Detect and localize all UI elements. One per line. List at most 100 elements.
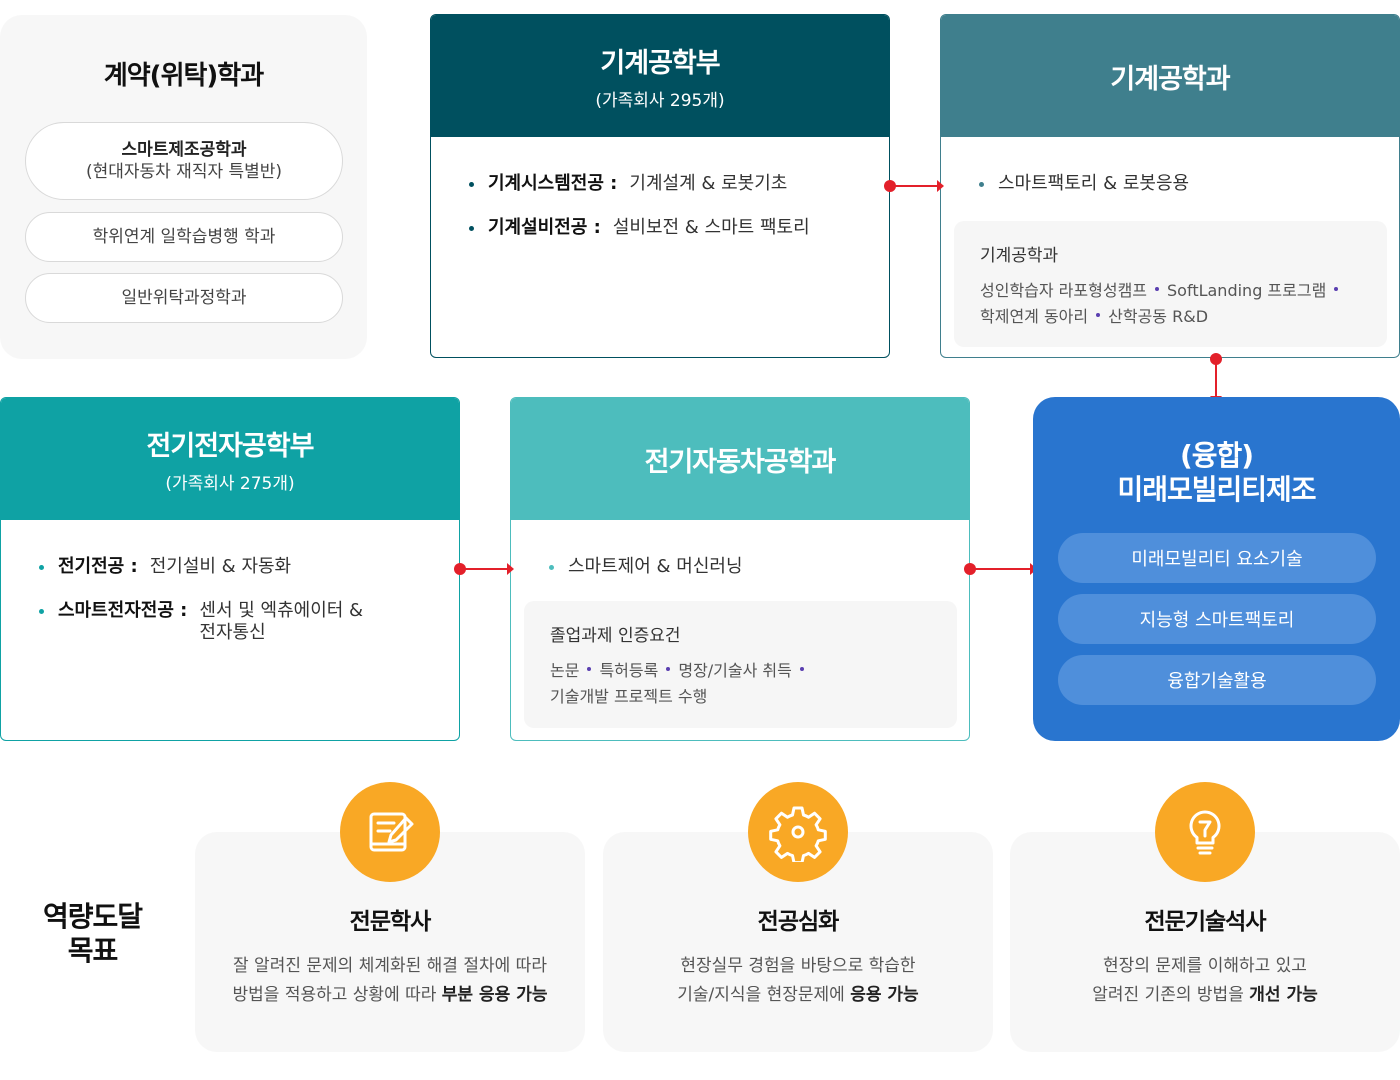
connector-dot-icon — [884, 180, 896, 192]
mech-dept-header: 기계공학과 — [941, 15, 1399, 137]
requirement-item: 명장/기술사 취득 — [678, 661, 792, 680]
mech-dept-bullet: 스마트팩토리 & 로봇응용 — [979, 173, 1189, 195]
bullet-dot-icon — [549, 565, 554, 570]
connector-elec-to-ev — [454, 563, 514, 575]
bullet-value: 설비보전 & 스마트 팩토리 — [612, 217, 810, 238]
goal-desc-emphasis: 부분 응용 가능 — [441, 985, 548, 1005]
elec-school-subtitle: (가족회사 275개) — [165, 474, 295, 494]
contract-item-label: 일반위탁과정학과 — [121, 288, 247, 308]
arrow-right-icon — [937, 180, 944, 192]
requirement-box-title: 졸업과제 인증요건 — [550, 626, 681, 646]
contract-item-smart-manufacturing: 스마트제조공학과 (현대자동차 재직자 특별반) — [25, 122, 343, 200]
lightbulb-icon — [1155, 782, 1255, 882]
contract-title: 계약(위탁)학과 — [103, 61, 264, 91]
contract-item-sublabel: (현대자동차 재직자 특별반) — [85, 162, 283, 182]
mech-school-subtitle: (가족회사 295개) — [595, 91, 725, 111]
goal-desc-line: 현장의 문제를 이해하고 있고 — [1103, 956, 1307, 976]
goal-label-line: 역량도달 — [42, 900, 143, 933]
goal-label: 역량도달 목표 — [20, 900, 165, 968]
bullet-value: 기계설계 & 로봇기초 — [629, 173, 788, 194]
bullet-dot-icon — [469, 226, 474, 231]
ev-dept-bullet: 스마트제어 & 머신러닝 — [549, 556, 743, 578]
goal-desc-emphasis: 개선 가능 — [1249, 985, 1318, 1005]
connector-dot-icon — [964, 563, 976, 575]
goal-desc-line: 방법을 적용하고 상황에 따라 부분 응용 가능 — [195, 981, 585, 1010]
connector-dot-icon — [1210, 353, 1222, 365]
goal-desc-emphasis: 응용 가능 — [850, 985, 919, 1005]
goal-description: 현장실무 경험을 바탕으로 학습한 기술/지식을 현장문제에 응용 가능 — [603, 952, 993, 1010]
program-box-line: 성인학습자 라포형성캠프 SoftLanding 프로그램 — [980, 277, 1339, 301]
goal-description: 잘 알려진 문제의 체계화된 해결 절차에 따라 방법을 적용하고 상황에 따라… — [195, 952, 585, 1010]
goal-desc-line: 알려진 기존의 방법을 개선 가능 — [1010, 981, 1400, 1010]
ev-dept-requirement-box: 졸업과제 인증요건 논문 특허등록 명장/기술사 취득 기술개발 프로젝트 수행 — [524, 601, 957, 728]
goal-desc-text: 방법을 적용하고 상황에 따라 — [232, 985, 442, 1005]
ev-dept-header: 전기자동차공학과 — [511, 398, 969, 520]
pencil-note-icon — [340, 782, 440, 882]
mech-school-card: 기계공학부 (가족회사 295개) 기계시스템전공 : 기계설계 & 로봇기초 … — [430, 14, 890, 358]
future-item: 융합기술활용 — [1058, 655, 1376, 705]
bullet-key: 기계설비전공 : — [488, 217, 601, 238]
future-item: 미래모빌리티 요소기술 — [1058, 533, 1376, 583]
connector-ev-to-future — [964, 563, 1037, 575]
dot-icon — [666, 667, 671, 671]
bullet-value-group: 센서 및 엑츄에이터 & 전자통신 — [199, 600, 363, 644]
requirement-box-line: 논문 특허등록 명장/기술사 취득 — [550, 657, 804, 681]
bullet-value: 전자통신 — [199, 622, 266, 643]
program-box-title: 기계공학과 — [980, 246, 1059, 266]
elec-school-header: 전기전자공학부 (가족회사 275개) — [1, 398, 459, 520]
program-item: 성인학습자 라포형성캠프 — [980, 281, 1148, 300]
goal-desc-text: 알려진 기존의 방법을 — [1092, 985, 1250, 1005]
gear-icon — [748, 782, 848, 882]
bullet-dot-icon — [39, 565, 44, 570]
connector-mech — [884, 180, 944, 192]
elec-school-bullet: 스마트전자전공 : 센서 및 엑츄에이터 & 전자통신 — [39, 600, 363, 644]
contract-panel: 계약(위탁)학과 스마트제조공학과 (현대자동차 재직자 특별반) 학위연계 일… — [0, 15, 367, 359]
mech-school-title: 기계공학부 — [600, 48, 720, 79]
bullet-value: 센서 및 엑츄에이터 & — [199, 600, 364, 621]
requirement-item: 기술개발 프로젝트 수행 — [550, 687, 708, 706]
bullet-key: 전기전공 : — [58, 556, 138, 577]
elec-school-bullet: 전기전공 : 전기설비 & 자동화 — [39, 556, 291, 578]
bullet-dot-icon — [979, 182, 984, 187]
contract-item-label: 학위연계 일학습병행 학과 — [92, 227, 276, 247]
mech-dept-card: 기계공학과 스마트팩토리 & 로봇응용 기계공학과 성인학습자 라포형성캠프 S… — [940, 14, 1400, 358]
goal-title: 전문기술석사 — [1144, 909, 1267, 935]
elec-school-card: 전기전자공학부 (가족회사 275개) 전기전공 : 전기설비 & 자동화 스마… — [0, 397, 460, 741]
connector-mech-to-future — [1210, 353, 1222, 403]
future-mobility-panel: (융합) 미래모빌리티제조 미래모빌리티 요소기술 지능형 스마트팩토리 융합기… — [1033, 397, 1400, 741]
requirement-box-line: 기술개발 프로젝트 수행 — [550, 683, 707, 707]
future-title-line: 미래모빌리티제조 — [1117, 473, 1316, 506]
connector-dot-icon — [454, 563, 466, 575]
mech-school-bullet: 기계시스템전공 : 기계설계 & 로봇기초 — [469, 173, 787, 195]
goal-desc-text: 기술/지식을 현장문제에 — [677, 985, 851, 1005]
program-item: SoftLanding 프로그램 — [1167, 281, 1327, 300]
bullet-key: 기계시스템전공 : — [488, 173, 618, 194]
future-title: (융합) 미래모빌리티제조 — [1033, 439, 1400, 507]
dot-icon — [799, 667, 804, 671]
bullet-value: 전기설비 & 자동화 — [149, 556, 292, 577]
mech-school-header: 기계공학부 (가족회사 295개) — [431, 15, 889, 137]
mech-dept-program-box: 기계공학과 성인학습자 라포형성캠프 SoftLanding 프로그램 학제연계… — [954, 221, 1387, 347]
goal-title: 전문학사 — [349, 909, 432, 935]
program-box-line: 학제연계 동아리 산학공동 R&D — [980, 303, 1208, 327]
elec-school-title: 전기전자공학부 — [146, 431, 315, 462]
goal-desc-line: 기술/지식을 현장문제에 응용 가능 — [603, 981, 993, 1010]
mech-dept-title: 기계공학과 — [1110, 63, 1230, 95]
ev-dept-title: 전기자동차공학과 — [644, 446, 837, 478]
dot-icon — [1334, 287, 1339, 291]
goal-title: 전공심화 — [757, 909, 840, 935]
goal-description: 현장의 문제를 이해하고 있고 알려진 기존의 방법을 개선 가능 — [1010, 952, 1400, 1010]
bullet-dot-icon — [469, 182, 474, 187]
requirement-item: 특허등록 — [599, 661, 659, 680]
requirement-item: 논문 — [550, 661, 580, 680]
bullet-key: 스마트전자전공 : — [58, 600, 188, 621]
bullet-value: 스마트팩토리 & 로봇응용 — [998, 173, 1190, 194]
goal-card-master: 전문기술석사 현장의 문제를 이해하고 있고 알려진 기존의 방법을 개선 가능 — [1010, 832, 1400, 1052]
mech-school-bullet: 기계설비전공 : 설비보전 & 스마트 팩토리 — [469, 217, 810, 239]
bullet-value: 스마트제어 & 머신러닝 — [568, 556, 743, 577]
contract-item-general: 일반위탁과정학과 — [25, 273, 343, 323]
dot-icon — [1155, 287, 1160, 291]
arrow-right-icon — [507, 563, 514, 575]
bullet-dot-icon — [39, 609, 44, 614]
future-item: 지능형 스마트팩토리 — [1058, 594, 1376, 644]
